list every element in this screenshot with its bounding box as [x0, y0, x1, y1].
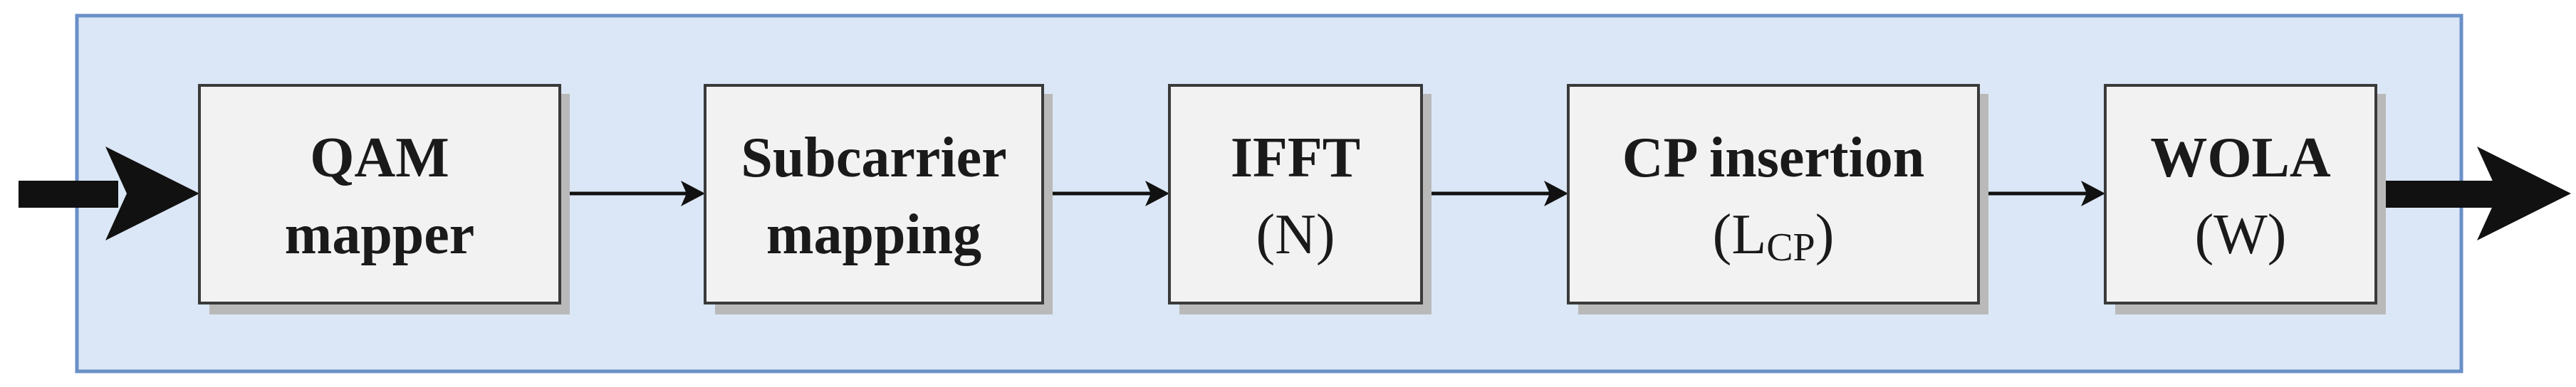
- block-qam-line1: QAM: [310, 127, 449, 189]
- block-ifft: IFFT (N): [1168, 84, 1432, 314]
- block-cp-paren-close: ): [1815, 203, 1835, 266]
- block-subcarrier-mapping: Subcarrier mapping: [704, 84, 1053, 314]
- block-cp-line1: CP insertion: [1622, 127, 1924, 189]
- connector-arrows: [561, 181, 2105, 206]
- arrow-head-1: [681, 181, 705, 206]
- block-qam-mapper: QAM mapper: [198, 84, 570, 314]
- arrow-head-3: [1544, 181, 1568, 206]
- block-wola-line2: (W): [2195, 203, 2287, 266]
- output-arrow: [2379, 147, 2571, 240]
- block-wola-line1: WOLA: [2150, 127, 2331, 189]
- block-wola: WOLA (W): [2104, 84, 2386, 314]
- block-subcarrier-line2: mapping: [766, 203, 981, 266]
- block-cp-paren-open: (L: [1713, 203, 1767, 266]
- arrow-head-2: [1145, 181, 1169, 206]
- block-subcarrier-line1: Subcarrier: [741, 127, 1006, 189]
- block-ifft-line2: (N): [1256, 203, 1335, 266]
- block-ifft-line1: IFFT: [1231, 127, 1360, 189]
- block-cp-subscript: CP: [1766, 226, 1815, 270]
- block-qam-line2: mapper: [285, 203, 475, 266]
- arrow-head-4: [2081, 181, 2105, 206]
- block-cp-insertion: CP insertion (LCP): [1567, 84, 1988, 314]
- block-cp-line2: (LCP): [1713, 203, 1835, 270]
- input-arrow: [19, 147, 199, 240]
